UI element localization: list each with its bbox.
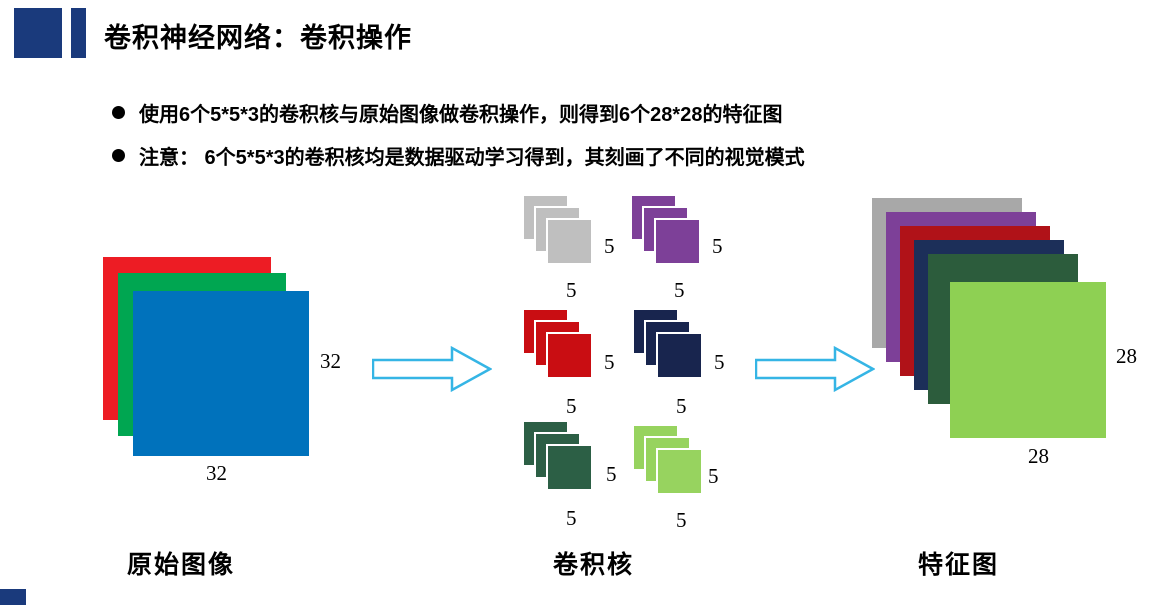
logo-bar [71,8,86,58]
kernel-size-label: 5 [714,350,725,374]
kernel-group-gray [522,194,618,290]
kernel-group-light-green [632,424,728,520]
kernel-group-navy [632,308,728,404]
bullet-text: 使用6个5*5*3的卷积核与原始图像做卷积操作，则得到6个28*28的特征图 [139,104,783,126]
output-size-label-bottom: 28 [1028,444,1049,468]
kernel-group-purple [630,194,726,290]
kernels-caption: 卷积核 [553,551,635,579]
kernel-size-label: 5 [674,278,685,302]
kernel-size-label: 5 [604,350,615,374]
bullet-item: 注意： 6个5*5*3的卷积核均是数据驱动学习得到，其刻画了不同的视觉模式 [112,141,805,170]
kernel-group-dark-green [522,420,618,516]
kernel-size-label: 5 [676,394,687,418]
kernel-size-label: 5 [606,462,617,486]
input-layer-blue [133,291,309,456]
right-arrow-shape [755,346,875,392]
kernel-square [546,444,593,491]
right-arrow-icon [755,346,875,392]
kernel-square [546,218,593,265]
kernel-size-label: 5 [604,234,615,258]
kernel-size-label: 5 [566,394,577,418]
input-size-label-bottom: 32 [206,461,227,485]
output-size-label-right: 28 [1116,344,1137,368]
kernel-size-label: 5 [566,506,577,530]
kernel-square [656,332,703,379]
output-layer-light-green [950,282,1106,438]
right-arrow-shape [372,346,492,392]
kernel-size-label: 5 [676,508,687,532]
corner-decoration [0,589,26,605]
bullet-item: 使用6个5*5*3的卷积核与原始图像做卷积操作，则得到6个28*28的特征图 [112,98,782,127]
page-title: 卷积神经网络：卷积操作 [104,23,412,53]
kernel-square [656,448,703,495]
logo-square [14,8,62,58]
bullet-dot-icon [112,106,125,119]
kernel-size-label: 5 [566,278,577,302]
bullet-text: 注意： 6个5*5*3的卷积核均是数据驱动学习得到，其刻画了不同的视觉模式 [139,147,805,169]
kernel-group-red [522,308,618,404]
bullet-dot-icon [112,149,125,162]
right-arrow-icon [372,346,492,392]
kernel-square [546,332,593,379]
kernel-size-label: 5 [708,464,719,488]
input-size-label-right: 32 [320,349,341,373]
kernel-square [654,218,701,265]
output-caption: 特征图 [918,551,1000,579]
input-caption: 原始图像 [127,551,236,579]
kernel-size-label: 5 [712,234,723,258]
